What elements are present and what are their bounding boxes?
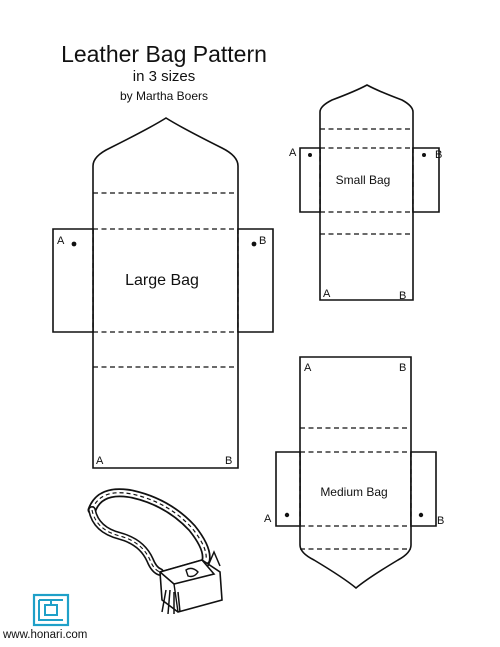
- large-bag-hole: [71, 241, 77, 247]
- medium-bag-corner-b: B: [437, 515, 444, 527]
- medium-bag-corner-a: A: [304, 362, 312, 374]
- strap-braid-inner: [89, 507, 163, 575]
- small-bag-pattern: Small Bag A B A B: [289, 84, 442, 302]
- medium-bag-corner-b: B: [399, 362, 406, 374]
- small-bag-body-outline: [319, 84, 414, 301]
- small-bag-corner-a: A: [289, 147, 297, 159]
- medium-bag-corner-a: A: [264, 513, 272, 525]
- tassel-sketch: [161, 589, 181, 615]
- small-bag-corner-b: B: [399, 290, 406, 302]
- medium-bag-body-outline: [299, 356, 412, 590]
- strap-braid-stitch: [91, 492, 207, 561]
- honari-logo: [32, 593, 70, 627]
- strap-loop-sketch: [207, 550, 221, 567]
- medium-bag-hole: [418, 512, 424, 518]
- bag-edge-sketch: [173, 583, 179, 613]
- finished-bag-illustration: [87, 488, 223, 615]
- logo-glyph: [38, 599, 63, 621]
- page-title: Leather Bag Pattern: [61, 41, 267, 67]
- large-bag-corner-b: B: [259, 235, 266, 247]
- author-credit: by Martha Boers: [120, 89, 208, 103]
- large-bag-label: Large Bag: [125, 272, 199, 289]
- small-bag-left-flap: [299, 147, 321, 213]
- medium-bag-label: Medium Bag: [320, 485, 387, 499]
- large-bag-corner-a: A: [96, 455, 104, 467]
- small-bag-label: Small Bag: [336, 173, 391, 187]
- medium-bag-left-flap: [275, 451, 301, 527]
- large-bag-pattern: Large Bag A B A B: [52, 117, 274, 469]
- small-bag-hole: [422, 153, 426, 157]
- large-bag-body-outline: [92, 117, 239, 469]
- small-bag-corner-a: A: [323, 288, 331, 300]
- medium-bag-pattern: Medium Bag A B A B: [264, 356, 444, 590]
- website-url[interactable]: www.honari.com: [2, 629, 87, 641]
- large-bag-corner-b: B: [225, 455, 232, 467]
- large-bag-corner-a: A: [57, 235, 65, 247]
- small-bag-hole: [308, 153, 312, 157]
- medium-bag-hole: [284, 512, 290, 518]
- bag-clasp-sketch: [185, 567, 199, 578]
- medium-bag-right-flap: [410, 451, 437, 527]
- large-bag-hole: [251, 241, 257, 247]
- logo-frame: [32, 593, 70, 627]
- small-bag-corner-b: B: [435, 149, 442, 161]
- page-subtitle: in 3 sizes: [133, 68, 196, 85]
